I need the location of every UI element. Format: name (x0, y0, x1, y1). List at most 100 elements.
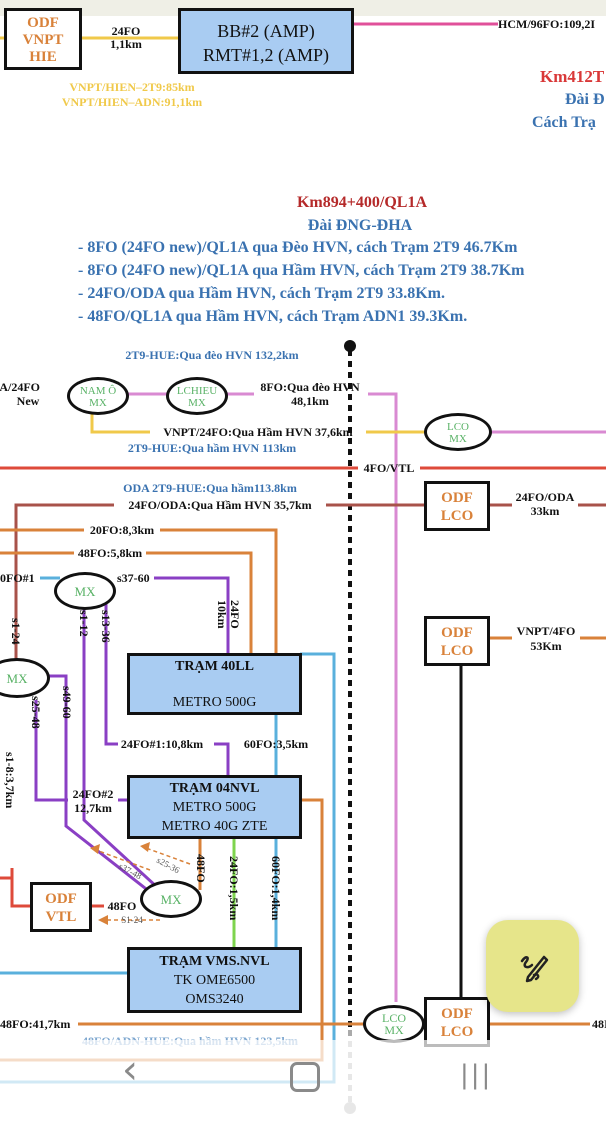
label-48fo-417: 48FO:41,7km (0, 1017, 70, 1031)
line-s37-60 (154, 576, 230, 655)
line-vnpt-24fo-left (90, 414, 150, 434)
node-label: MX (188, 397, 206, 409)
node-label: NAM Ô (79, 385, 117, 397)
label-s25-48: s25-48 (29, 696, 43, 729)
node-lchieu-mx[interactable]: LCHIEU MX (166, 377, 228, 415)
node-mx-bottom[interactable]: MX (140, 880, 202, 918)
odf-label: LCO (440, 643, 474, 659)
label-24fo-top: 24FO (112, 24, 141, 38)
label-60fo-14: 60FO:1,4km (269, 856, 283, 920)
odf-vtl[interactable]: ODF VTL (30, 882, 92, 932)
odf-lco-2[interactable]: ODF LCO (424, 616, 490, 666)
label-2t9-hue-ham: 2T9-HUE:Qua hầm HVN 113km (128, 441, 296, 455)
station-equipment: METRO 500G (172, 695, 257, 710)
handwriting-fab-button[interactable] (486, 920, 579, 1012)
line-24fo-1 (214, 742, 230, 776)
node-label: LCHIEU (176, 385, 218, 397)
odf-label: LCO (440, 1024, 474, 1040)
label-48fo-vtl: 48FO (108, 899, 137, 913)
odf-lco-1[interactable]: ODF LCO (424, 481, 490, 531)
label-s1-12: s1-12 (77, 610, 91, 637)
line-24fo-oda-left (14, 503, 114, 680)
separator-top-dot (344, 340, 356, 352)
label-53km: 53Km (530, 639, 561, 653)
label-s25-36: s25-36 (155, 855, 182, 876)
label-10km-vertical: 10km (215, 600, 229, 629)
label-s1-24: s1-24 (9, 618, 23, 645)
bb-amp-box[interactable]: BB#2 (AMP) RMT#1,2 (AMP) (178, 8, 354, 74)
box-line: RMT#1,2 (AMP) (202, 45, 329, 65)
tram-40ll[interactable]: TRẠM 40LL METRO 500G (127, 653, 302, 715)
node-label: LCO (382, 1011, 406, 1025)
tram-04nvl[interactable]: TRẠM 04NVL METRO 500G METRO 40G ZTE (127, 775, 302, 839)
node-lco-mx[interactable]: LCO MX (424, 413, 492, 451)
label-33km: 33km (531, 504, 560, 518)
arrow-head-2 (140, 842, 150, 852)
label-s13-36: s13-36 (99, 610, 113, 643)
label-20fo: 20FO:8,3km (90, 523, 154, 537)
node-lco-mx-bottom[interactable]: LCO MX (363, 1005, 425, 1043)
box-line: BB#2 (AMP) (217, 21, 315, 41)
label-vnpt-4fo: VNPT/4FO (517, 624, 576, 638)
label-60fo-35: 60FO:3,5km (244, 737, 308, 751)
site-title: Km894+400/QL1A (297, 194, 427, 211)
right-title-cach: Cách Trạ (532, 114, 596, 131)
station-title: TRẠM 04NVL (169, 781, 260, 796)
nav-recents-button[interactable]: ||| (460, 1060, 493, 1090)
odf-label: VNPT (22, 32, 64, 48)
site-note-4: - 48FO/QL1A qua Hầm HVN, cách Trạm ADN1 … (78, 308, 467, 325)
line-48fo-right (146, 551, 253, 655)
label-1-1km: 1,1km (110, 37, 142, 51)
odf-label: ODF (45, 891, 77, 907)
label-S1-24: S1-24 (121, 915, 143, 925)
node-label: MX (160, 892, 182, 907)
station-equipment: OMS3240 (185, 992, 244, 1007)
label-8fo-deo: 8FO:Qua đèo HVN (260, 380, 360, 394)
node-label: MX (74, 584, 96, 599)
nav-back-button[interactable]: ‹ (122, 1047, 138, 1093)
label-ql1a-new: New (17, 394, 40, 408)
right-title-km412: Km412T (540, 67, 605, 86)
label-12-7km: 12,7km (74, 801, 112, 815)
station-equipment: METRO 500G (172, 800, 257, 815)
line-20fo-right (160, 528, 278, 655)
handwriting-icon (520, 955, 548, 983)
right-title-dai: Đài Đ (565, 91, 605, 108)
station-title: TRẠM VMS.NVL (159, 954, 270, 969)
label-hcm-96fo: HCM/96FO:109,2I (498, 17, 595, 31)
label-24fo-oda-ham: 24FO/ODA:Qua Hầm HVN 35,7km (128, 498, 311, 512)
arrow-head-3 (98, 915, 108, 925)
node-nam-o-mx[interactable]: NAM Ô MX (67, 377, 129, 415)
station-title: TRẠM 40LL (175, 659, 254, 674)
tram-vms-nvl[interactable]: TRẠM VMS.NVL TK OME6500 OMS3240 (127, 947, 302, 1013)
label-20fo-1: 0FO#1 (0, 571, 35, 585)
site-note-2: - 8FO (24FO new)/QL1A qua Hầm HVN, cách … (78, 262, 525, 279)
arrow-s25-36 (145, 847, 191, 865)
node-label: MX (449, 433, 467, 445)
label-vnpt-hien-adn: VNPT/HIEN–ADN:91,1km (62, 95, 202, 109)
label-48fo-vertical: 48FO (194, 854, 208, 883)
odf-vnpt-hie[interactable]: ODF VNPT HIE (4, 8, 82, 70)
line-8fo-down (368, 392, 398, 1002)
node-mx-top[interactable]: MX (54, 572, 116, 610)
label-48fo-right: 48I (592, 1017, 606, 1031)
label-s37-60: s37-60 (117, 571, 150, 585)
odf-label: ODF (441, 1006, 473, 1022)
odf-label: HIE (29, 49, 57, 65)
label-ql1a-24fo: QL1A/24FO (0, 380, 40, 394)
label-4fo-vtl: 4FO/VTL (364, 461, 415, 475)
arrow-s37-48 (95, 849, 151, 871)
line-s1-8 (10, 868, 30, 908)
label-s1-8: s1-8:3,7km (3, 752, 17, 808)
nav-home-button[interactable] (290, 1062, 320, 1092)
line-s13-36 (104, 604, 118, 746)
odf-label: LCO (440, 508, 474, 524)
line-s1-12 (82, 604, 160, 890)
label-vnpt-24fo-ham: VNPT/24FO:Qua Hầm HVN 37,6km (163, 425, 352, 439)
line-s25-48 (34, 700, 68, 802)
odf-label: VTL (45, 909, 77, 925)
node-label: LCO (447, 421, 469, 433)
label-24fo-vertical: 24FO (228, 600, 242, 629)
line-s49-60 (48, 674, 151, 894)
